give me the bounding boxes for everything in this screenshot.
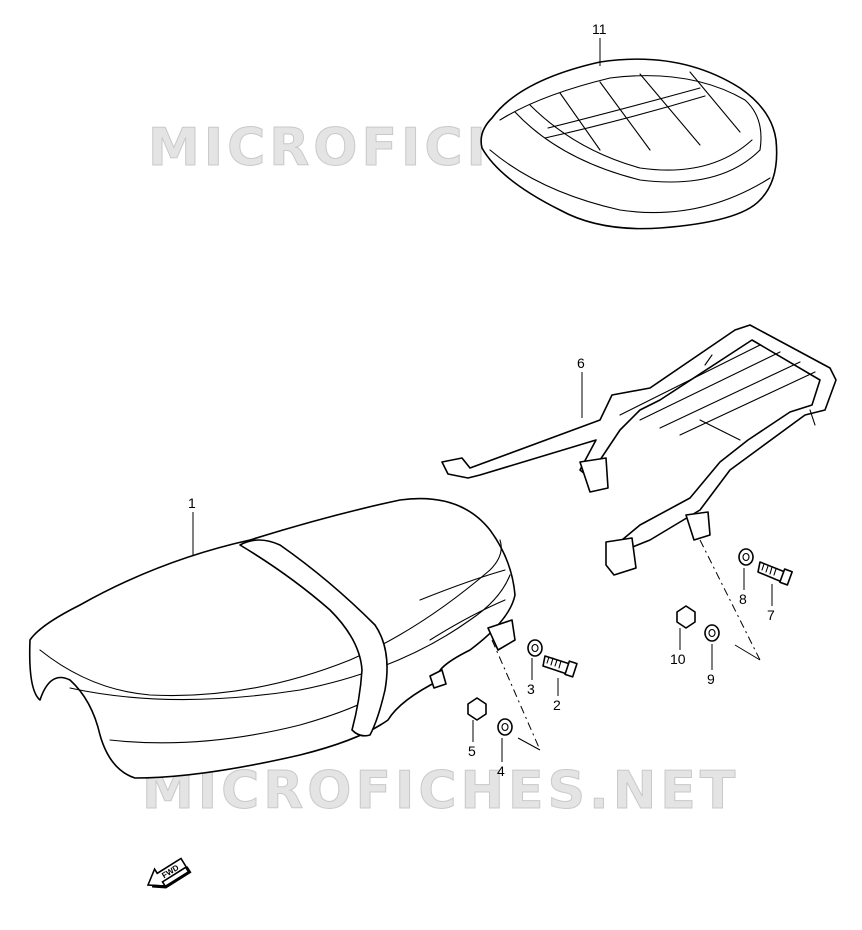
callout-labels: 11 6 1 8 7 10 9 3 2 5 4 bbox=[188, 21, 775, 779]
callout-9: 9 bbox=[707, 671, 715, 687]
callout-2: 2 bbox=[553, 697, 561, 713]
hardware-front bbox=[467, 639, 578, 751]
part-4-washer bbox=[497, 718, 513, 736]
callout-3: 3 bbox=[527, 681, 535, 697]
fwd-arrow-icon: FWD bbox=[146, 857, 192, 889]
part-3-washer bbox=[527, 639, 543, 657]
part-10-nut bbox=[676, 605, 696, 629]
part-9-washer bbox=[704, 624, 720, 642]
callout-10: 10 bbox=[670, 651, 686, 667]
callout-7: 7 bbox=[767, 607, 775, 623]
leader-lines bbox=[192, 38, 773, 762]
callout-6: 6 bbox=[577, 355, 585, 371]
callout-1: 1 bbox=[188, 495, 196, 511]
callout-11: 11 bbox=[592, 21, 607, 37]
callout-4: 4 bbox=[497, 763, 505, 779]
part-5-nut bbox=[467, 697, 487, 721]
hardware-rear bbox=[676, 539, 793, 661]
callout-5: 5 bbox=[468, 743, 476, 759]
part-1-seat bbox=[28, 497, 516, 779]
part-8-washer bbox=[738, 548, 754, 566]
watermark-bottom: MICROFICHES.NET bbox=[142, 761, 739, 821]
part-6-rear-carrier bbox=[441, 324, 837, 576]
callout-8: 8 bbox=[739, 591, 747, 607]
part-11-seat-pad bbox=[480, 58, 778, 230]
